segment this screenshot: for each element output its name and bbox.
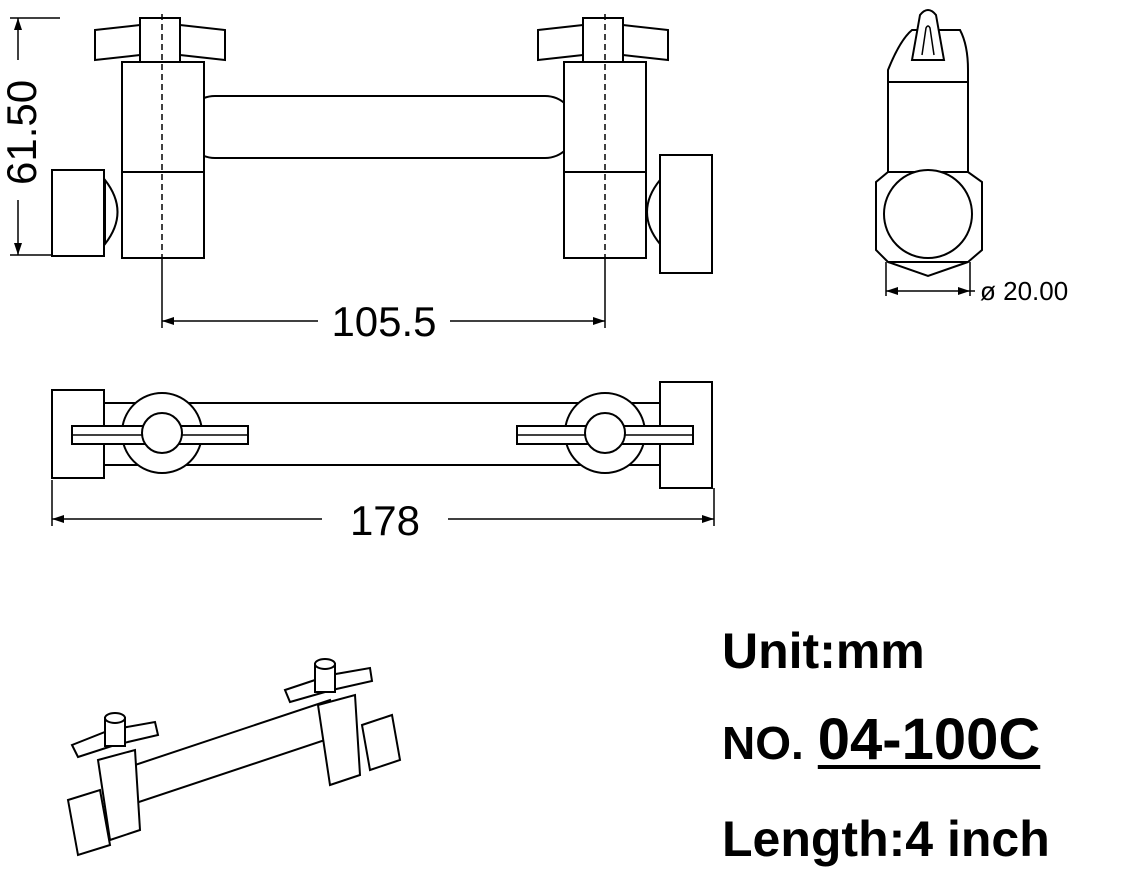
- top-view: 178: [51, 381, 715, 544]
- right-nut: [659, 154, 713, 274]
- side-view: ø 20.00: [875, 9, 1068, 306]
- connecting-pipe: [184, 95, 576, 159]
- right-valve: [537, 14, 713, 274]
- left-nut: [51, 169, 105, 257]
- total-length-dimension: 178: [51, 480, 715, 544]
- top-left-valve-cap: [141, 412, 183, 454]
- isometric-view: [66, 658, 402, 857]
- front-view: 61.50: [0, 14, 713, 345]
- iso-right-nut: [360, 713, 402, 772]
- height-dimension: 61.50: [0, 17, 60, 256]
- diameter-label: ø 20.00: [980, 276, 1068, 306]
- center-distance-dimension: 105.5: [161, 258, 606, 345]
- model-number: 04-100C: [817, 707, 1041, 772]
- height-label: 61.50: [0, 80, 45, 185]
- iso-pipe: [118, 698, 342, 807]
- model-line: NO.04-100C: [722, 706, 1040, 773]
- top-right-valve-cap: [584, 412, 626, 454]
- side-outlet: [883, 169, 973, 259]
- model-label: NO.: [722, 717, 804, 769]
- unit-label: Unit:mm: [722, 623, 925, 679]
- left-valve: [51, 14, 226, 259]
- diameter-dimension: ø 20.00: [885, 262, 1068, 306]
- side-handle: [910, 9, 946, 61]
- iso-left-nut: [66, 788, 112, 857]
- center-distance-label: 105.5: [331, 298, 436, 345]
- total-length-label: 178: [350, 497, 420, 544]
- length-label: Length:4 inch: [722, 811, 1050, 867]
